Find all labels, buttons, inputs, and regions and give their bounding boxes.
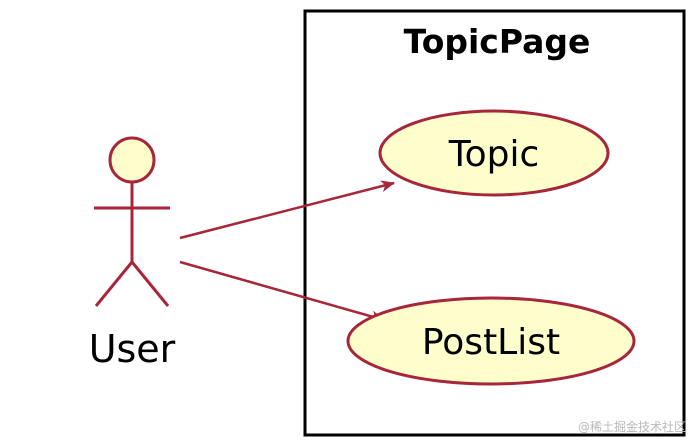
- actor-label: User: [89, 327, 176, 371]
- actor-left-leg: [94, 261, 134, 307]
- association-arrow-topic: [179, 180, 395, 240]
- use-case-topic-label: Topic: [448, 134, 540, 175]
- use-case-postlist: [346, 296, 636, 386]
- system-boundary: [303, 9, 686, 437]
- actor-head: [108, 136, 156, 184]
- actor-user: [94, 136, 170, 307]
- use-case-postlist-label: PostList: [422, 322, 560, 363]
- use-case-topic: [378, 109, 610, 197]
- watermark-text: @稀土掘金技术社区: [577, 420, 686, 434]
- actor-right-leg: [130, 261, 170, 307]
- system-title: TopicPage: [404, 22, 591, 61]
- association-arrow-postlist: [179, 260, 385, 323]
